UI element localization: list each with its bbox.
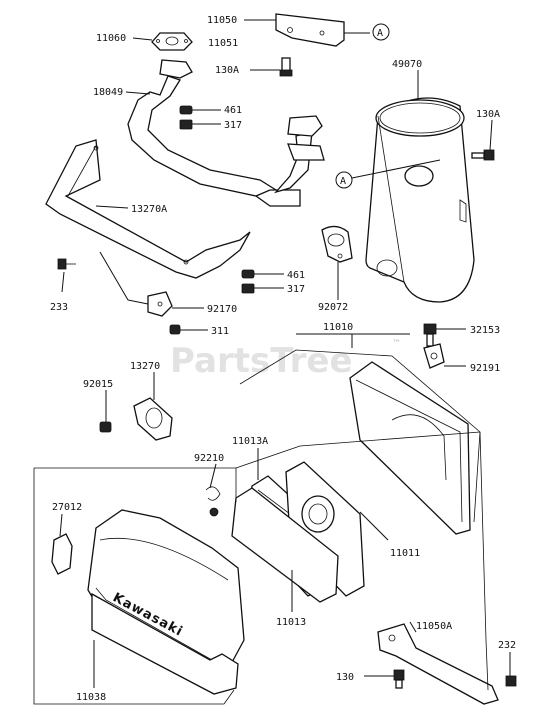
callout-92210: 92210 (194, 453, 224, 464)
grommet-92210 (205, 486, 221, 517)
callout-130a-top: 130A (215, 65, 239, 76)
callout-11060: 11060 (96, 33, 126, 44)
bracket-11050a (377, 623, 499, 705)
callout-32153: 32153 (470, 325, 500, 336)
bolt-130 (393, 669, 405, 689)
nut-461-mid (241, 269, 255, 279)
callout-233: 233 (50, 302, 68, 313)
screw-233 (57, 258, 76, 270)
heat-shield-13270a (45, 139, 251, 279)
air-cleaner-base-11010 (349, 361, 471, 535)
callout-317-mid: 317 (287, 284, 305, 295)
callout-130: 130 (336, 672, 354, 683)
callout-232: 232 (498, 640, 516, 651)
callout-11050: 11050 (207, 15, 237, 26)
bolt-32153 (423, 323, 437, 347)
bracket-11050 (275, 13, 345, 47)
callout-92191: 92191 (470, 363, 500, 374)
clamp-92072 (321, 225, 353, 263)
nut-311 (169, 324, 181, 335)
callout-11051: 11051 (208, 38, 238, 49)
bolt-130a-right (471, 149, 495, 161)
bolt-130a-top (279, 57, 293, 77)
callout-11011: 11011 (390, 548, 420, 559)
callout-317-top: 317 (224, 120, 242, 131)
washer-317-top (179, 119, 193, 130)
callout-13270a: 13270A (131, 204, 167, 215)
callout-11050a: 11050A (416, 621, 452, 632)
callout-11013a: 11013A (232, 436, 268, 447)
cover-11038: Kawasaki (87, 509, 245, 695)
gasket-13270 (133, 397, 173, 441)
callout-49070: 49070 (392, 59, 422, 70)
bolt-232 (505, 675, 517, 687)
callout-18049: 18049 (93, 87, 123, 98)
callout-11010: 11010 (323, 322, 353, 333)
gasket-11060 (151, 32, 193, 51)
nut-92015 (99, 421, 112, 433)
muffler-49070 (365, 97, 475, 303)
callout-92170: 92170 (207, 304, 237, 315)
clip-92191 (423, 343, 445, 369)
element-11013 (231, 461, 365, 603)
watermark: PartsTree (170, 341, 353, 381)
ref-a-side: A (340, 176, 346, 187)
callout-461-top: 461 (224, 105, 242, 116)
ref-a-top: A (377, 28, 383, 39)
clip-27012 (51, 533, 73, 575)
callout-13270: 13270 (130, 361, 160, 372)
callout-11038: 11038 (76, 692, 106, 703)
nut-461-top (179, 105, 193, 115)
callout-27012: 27012 (52, 502, 82, 513)
watermark-tm: ™ (392, 339, 401, 349)
bracket-92170 (147, 291, 173, 317)
callout-92015: 92015 (83, 379, 113, 390)
washer-317-mid (241, 283, 255, 294)
exhaust-pipe-18049 (127, 59, 325, 207)
callout-92072: 92072 (318, 302, 348, 313)
callout-130a-right: 130A (476, 109, 500, 120)
callout-311: 311 (211, 326, 229, 337)
callout-11013: 11013 (276, 617, 306, 628)
callout-461-mid: 461 (287, 270, 305, 281)
